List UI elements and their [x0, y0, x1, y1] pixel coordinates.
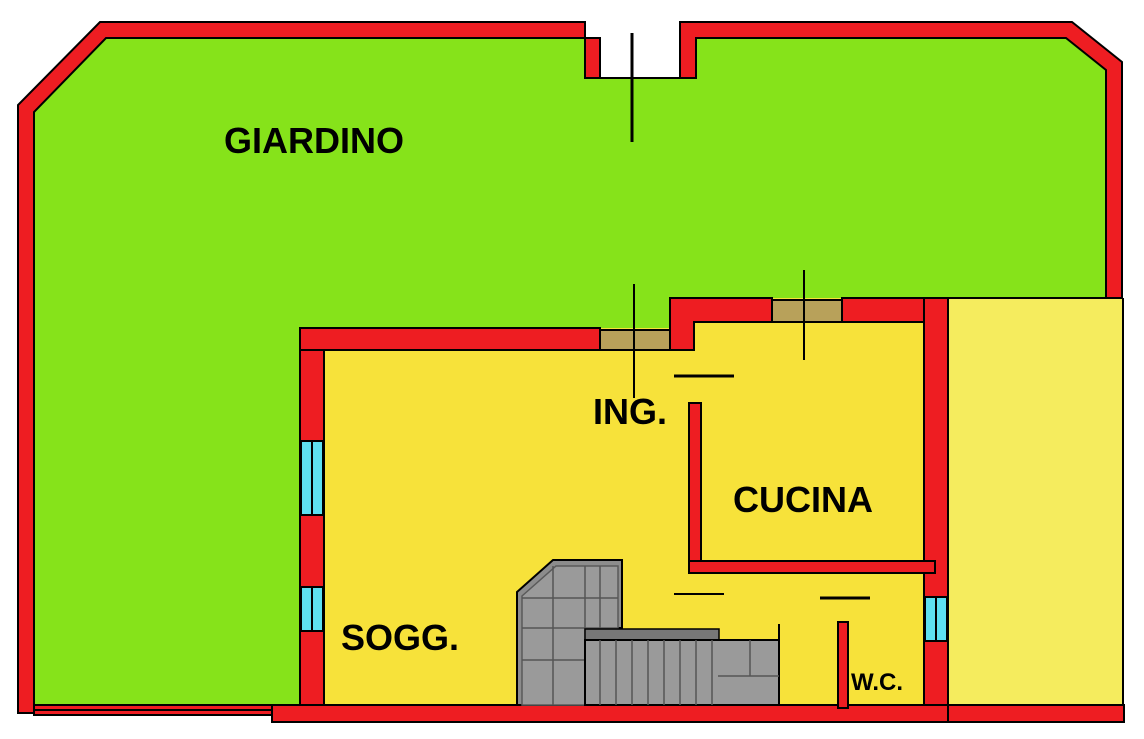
- label-soggiorno: SOGG.: [341, 617, 459, 658]
- kitchen-back-door: [771, 299, 843, 323]
- label-cucina: CUCINA: [733, 479, 873, 520]
- house-top-wall-step: [669, 297, 773, 351]
- house-right-wall: [923, 297, 949, 723]
- kitchen-bottom-wall: [688, 560, 936, 574]
- label-giardino: GIARDINO: [224, 120, 404, 161]
- terrace-area: [948, 298, 1124, 722]
- window-left-upper: [300, 440, 324, 516]
- house-left-wall: [299, 327, 325, 723]
- staircase: [516, 559, 780, 706]
- kitchen-left-wall: [688, 402, 702, 572]
- wc-left-wall: [837, 621, 849, 709]
- terrace-bottom-wall: [947, 704, 1125, 723]
- house-top-wall-left: [299, 327, 601, 351]
- garden-gate: [600, 33, 680, 142]
- house-interior: [302, 298, 948, 722]
- label-ingresso: ING.: [593, 391, 667, 432]
- label-wc: W.C.: [851, 669, 903, 696]
- window-left-lower: [300, 586, 324, 632]
- window-wc: [924, 596, 948, 642]
